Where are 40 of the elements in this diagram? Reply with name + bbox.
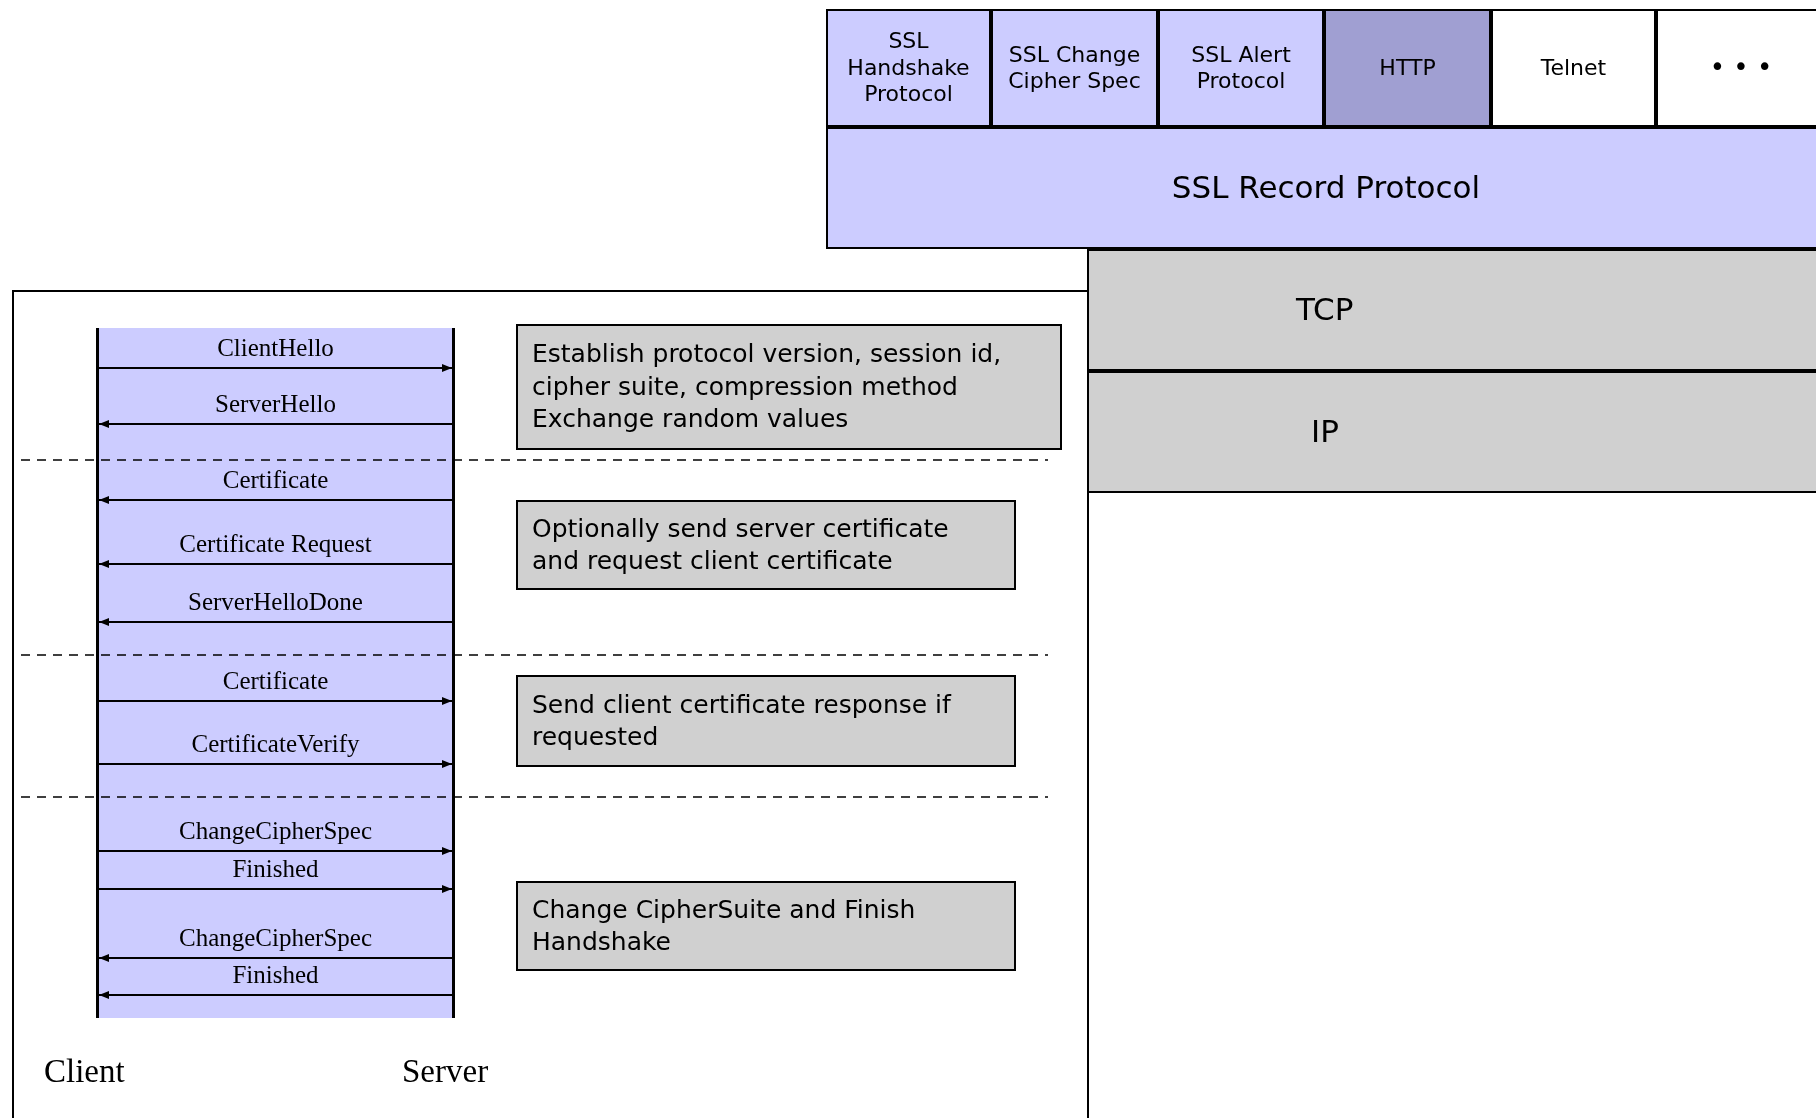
- message-label: ServerHello: [215, 390, 336, 418]
- node-text: HTTP: [1379, 54, 1436, 82]
- node-text: Telnet: [1540, 54, 1607, 82]
- protocol-cell: [1324, 9, 1491, 127]
- node-text: • • •: [1709, 52, 1773, 84]
- protocol-cell: [991, 9, 1158, 127]
- node-text: Send client certificate response if requested: [532, 688, 953, 753]
- message-label: CertificateVerify: [191, 730, 360, 758]
- lifeline-label: Server: [402, 1053, 489, 1090]
- node-text: SSL Change Cipher Spec: [1007, 41, 1142, 95]
- protocol-cell: [1158, 9, 1324, 127]
- protocol-layer: [826, 127, 1816, 249]
- node-text: SSL Handshake Protocol: [846, 28, 971, 108]
- protocol-layer: [1087, 371, 1816, 493]
- message-label: Finished: [232, 855, 319, 883]
- node-text: Establish protocol version, session id, cipher suite, compression method: [532, 338, 1003, 403]
- message-label: ClientHello: [217, 334, 334, 362]
- protocol-cell: [826, 9, 991, 127]
- note-box: [516, 324, 1062, 450]
- message-label: Certificate Request: [179, 530, 372, 558]
- node-text: IP: [1311, 413, 1339, 451]
- protocol-layer: [1087, 249, 1816, 371]
- node-text: Exchange random values: [532, 403, 849, 436]
- message-label: Certificate: [222, 667, 329, 695]
- node-text: Change CipherSuite and Finish Handshake: [532, 893, 917, 958]
- node-text: Optionally send server certificate and request client certificate: [532, 512, 950, 577]
- message-label: Certificate: [222, 466, 329, 494]
- note-box: [516, 881, 1016, 971]
- message-label: ChangeCipherSpec: [179, 924, 372, 952]
- node-text: TCP: [1296, 291, 1354, 329]
- note-box: [516, 675, 1016, 767]
- protocol-cell: [1491, 9, 1656, 127]
- message-label: Finished: [232, 961, 319, 989]
- protocol-cell: [1656, 9, 1816, 127]
- node-text: SSL Alert Protocol: [1190, 41, 1292, 95]
- lifeline-label: Client: [44, 1053, 125, 1090]
- message-label: ServerHelloDone: [188, 588, 363, 616]
- message-label: ChangeCipherSpec: [179, 817, 372, 845]
- node-text: SSL Record Protocol: [1171, 169, 1481, 207]
- note-box: [516, 500, 1016, 590]
